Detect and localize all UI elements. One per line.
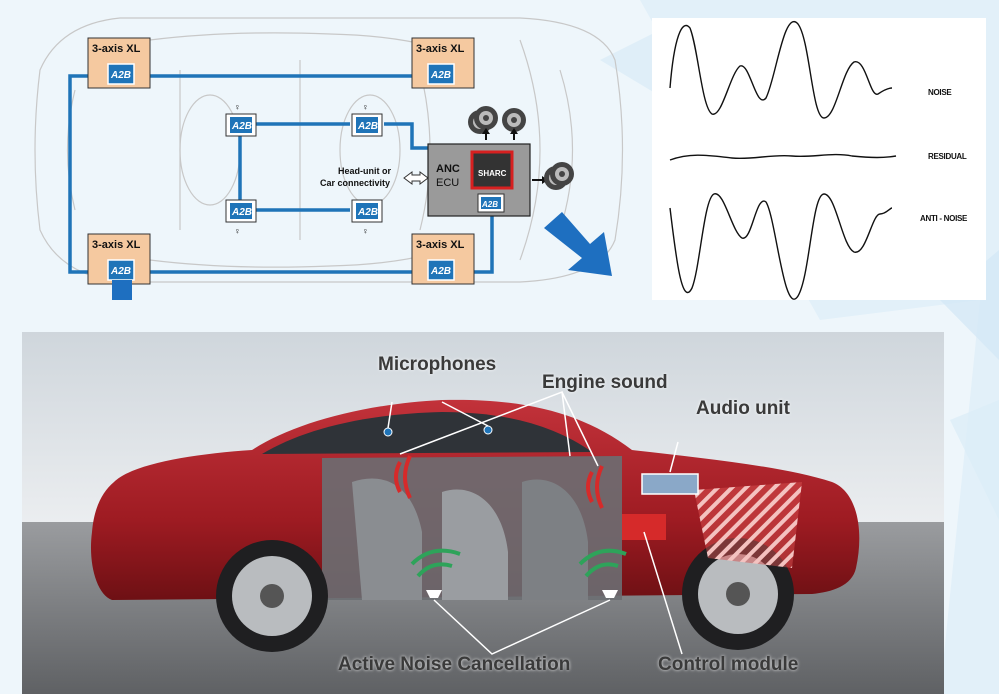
accelerometer-front-left: 3-axis XL A2B <box>87 37 151 89</box>
car-cutaway-image <box>22 332 944 694</box>
anti-noise-label: ANTI - NOISE <box>920 214 968 223</box>
noise-label: NOISE <box>928 88 952 97</box>
a2b-node-label: A2B <box>430 70 451 81</box>
waveform-panel: NOISE RESIDUAL ANTI - NOISE <box>652 18 986 300</box>
accelerometer-label: 3-axis XL <box>92 239 141 251</box>
speaker-icon <box>468 106 498 140</box>
car-windows <box>262 412 592 454</box>
a2b-node-label: A2B <box>110 266 131 277</box>
control-module-box <box>622 514 666 540</box>
residual-waveform <box>669 153 897 161</box>
microphone-icon: ♀ <box>362 102 369 112</box>
engine-area <box>694 482 802 568</box>
microphone-node-front-left: ♀ A2B <box>225 102 257 137</box>
anc-ecu-box: ANC ECU SHARC A2B <box>427 143 531 217</box>
head-unit-label: Head-unit or <box>338 166 391 176</box>
residual-label: RESIDUAL <box>928 152 967 161</box>
anti-noise-waveform <box>669 193 893 300</box>
arrow-to-waveforms-icon <box>544 212 612 276</box>
microphone-icon <box>383 427 393 437</box>
a2b-node-label: A2B <box>481 200 498 209</box>
speaker-icon <box>502 108 526 140</box>
a2b-wiring-diagram: 3-axis XL A2B 3-axis XL A2B 3-axis XL A2… <box>34 17 624 300</box>
microphone-node-rear-left: A2B ♀ <box>225 199 257 236</box>
anti-noise-waves-icon <box>410 548 627 578</box>
front-wheel <box>682 538 794 650</box>
ecu-label-ecu: ECU <box>436 177 459 189</box>
arrow-to-photo-icon <box>94 280 150 300</box>
speaker-icon <box>426 590 442 598</box>
audio-unit-callout: Audio unit <box>696 398 790 419</box>
active-noise-cancellation-callout: Active Noise Cancellation <box>338 654 571 675</box>
engine-sound-waves-icon <box>394 455 604 509</box>
noise-waveform <box>669 20 893 119</box>
accelerometer-label: 3-axis XL <box>416 239 465 251</box>
accelerometer-label: 3-axis XL <box>416 43 465 55</box>
rear-wheel <box>216 540 328 652</box>
speaker-icon <box>602 590 618 598</box>
microphone-icon <box>483 425 493 435</box>
car-connectivity-label: Car connectivity <box>320 178 390 188</box>
microphones-callout: Microphones <box>378 354 497 375</box>
microphone-icon: ♀ <box>234 102 241 112</box>
accelerometer-rear-left: 3-axis XL A2B <box>87 233 151 285</box>
microphone-node-rear-right: A2B ♀ <box>351 199 383 236</box>
a2b-node-label: A2B <box>231 121 252 132</box>
a2b-node-label: A2B <box>357 121 378 132</box>
sharc-chip-label: SHARC <box>478 169 507 178</box>
accelerometer-rear-right: 3-axis XL A2B <box>411 233 475 285</box>
engine-sound-callout: Engine sound <box>542 372 668 393</box>
microphone-node-front-right: ♀ A2B <box>351 102 383 137</box>
audio-unit-box <box>641 473 699 495</box>
a2b-node-label: A2B <box>110 70 131 81</box>
a2b-node-label: A2B <box>231 207 252 218</box>
a2b-node-label: A2B <box>357 207 378 218</box>
accelerometer-front-right: 3-axis XL A2B <box>411 37 475 89</box>
control-module-callout: Control module <box>658 654 799 675</box>
microphone-icon: ♀ <box>234 226 241 236</box>
car-illustration: Microphones Engine sound Audio unit Acti… <box>22 332 944 694</box>
microphone-icon: ♀ <box>362 226 369 236</box>
a2b-node-label: A2B <box>430 266 451 277</box>
accelerometer-label: 3-axis XL <box>92 43 141 55</box>
speaker-icon <box>532 162 574 190</box>
waveform-plots <box>669 20 897 300</box>
bidirectional-arrow-icon <box>403 171 429 185</box>
ecu-label-anc: ANC <box>436 163 460 175</box>
